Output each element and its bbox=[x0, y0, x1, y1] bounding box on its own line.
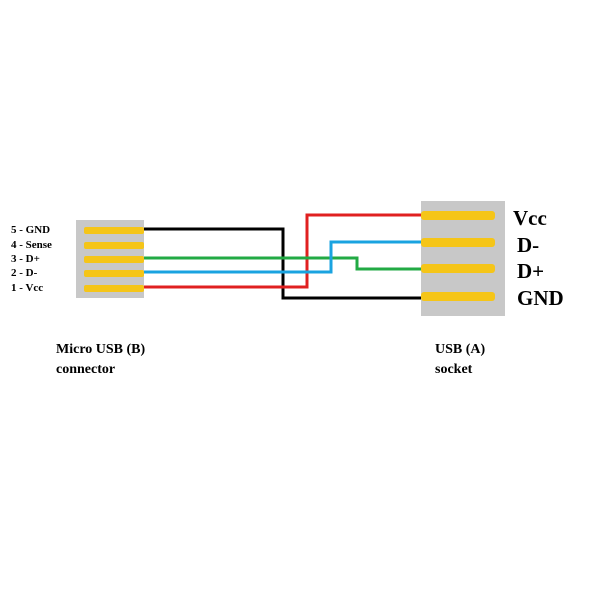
micro-pin-1 bbox=[84, 285, 144, 292]
usb-a-label-dplus: D+ bbox=[517, 259, 545, 283]
usb-a-label-dminus: D- bbox=[517, 233, 540, 257]
usb-a-caption-line2: socket bbox=[435, 362, 473, 377]
micro-pin-2 bbox=[84, 270, 144, 277]
micro-usb-caption-line1: Micro USB (B) bbox=[56, 342, 146, 357]
micro-usb-caption-line2: connector bbox=[56, 362, 116, 377]
usb-a-pin-dminus bbox=[421, 238, 495, 247]
wire-dminus bbox=[144, 240, 421, 274]
usb-a-pin-vcc bbox=[421, 211, 495, 220]
usb-a-label-vcc: Vcc bbox=[513, 206, 547, 230]
micro-pin-label-4: 4 - Sense bbox=[11, 239, 52, 251]
micro-pin-label-3: 3 - D+ bbox=[11, 253, 40, 265]
micro-pin-label-2: 2 - D- bbox=[11, 267, 38, 279]
wire-vcc bbox=[144, 213, 421, 289]
micro-pin-label-5: 5 - GND bbox=[11, 224, 51, 236]
wire-gnd bbox=[144, 227, 421, 300]
usb-a-caption: USB (A) socket bbox=[435, 340, 485, 380]
micro-pin-3 bbox=[84, 256, 144, 263]
micro-usb-caption: Micro USB (B) connector bbox=[56, 340, 145, 380]
micro-pin-label-1: 1 - Vcc bbox=[11, 282, 44, 294]
micro-pin-5 bbox=[84, 227, 144, 234]
wire-dplus bbox=[144, 256, 421, 271]
micro-pin-4 bbox=[84, 242, 144, 249]
usb-a-label-gnd: GND bbox=[517, 286, 564, 310]
usb-a-pin-dplus bbox=[421, 264, 495, 273]
usb-a-pin-gnd bbox=[421, 292, 495, 301]
usb-a-caption-line1: USB (A) bbox=[435, 342, 486, 357]
